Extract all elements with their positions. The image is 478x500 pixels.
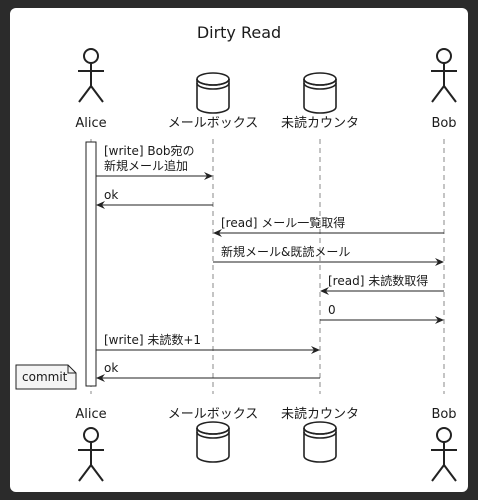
database-counter-bottom-icon bbox=[303, 421, 337, 463]
database-mailbox-bottom-icon bbox=[196, 421, 230, 463]
participants-top: Alice メールボックス 未読カウンタ Bob bbox=[75, 48, 457, 131]
participants-bottom: Alice メールボックス 未読カウンタ Bob bbox=[75, 406, 457, 482]
arrowhead-icon bbox=[96, 374, 105, 382]
actor-bob-bottom-icon bbox=[431, 427, 457, 482]
message-3: [read] メール一覧取得 bbox=[213, 215, 444, 237]
database-mailbox-top-icon bbox=[196, 72, 230, 114]
participant-label-bottom-alice: Alice bbox=[75, 407, 106, 422]
notes: commit bbox=[15, 364, 77, 390]
actor-bob-top-icon bbox=[431, 48, 457, 103]
arrowhead-icon bbox=[96, 201, 105, 209]
arrowhead-icon bbox=[311, 346, 320, 354]
arrowhead-icon bbox=[204, 172, 213, 180]
message-2: ok bbox=[96, 188, 213, 209]
participant-label-top-mailbox: メールボックス bbox=[168, 116, 259, 131]
message-5: [read] 未読数取得 bbox=[320, 273, 444, 295]
message-7: [write] 未読数+1 bbox=[96, 332, 320, 354]
message-6: 0 bbox=[320, 303, 444, 324]
message-label: ok bbox=[104, 188, 118, 202]
database-counter-top-icon bbox=[303, 72, 337, 114]
message-label: 0 bbox=[328, 303, 336, 317]
diagram-title: Dirty Read bbox=[197, 23, 281, 42]
arrowhead-icon bbox=[435, 316, 444, 324]
participant-label-top-alice: Alice bbox=[75, 116, 106, 131]
message-8: ok bbox=[96, 361, 320, 382]
message-label: [write] Bob宛の bbox=[104, 143, 195, 158]
note-fold-icon bbox=[67, 365, 76, 374]
message-label: 新規メール追加 bbox=[104, 158, 188, 173]
note-text: commit bbox=[22, 370, 68, 384]
activations bbox=[85, 141, 97, 387]
message-label: [read] 未読数取得 bbox=[328, 273, 428, 288]
message-label: 新規メール&既読メール bbox=[221, 244, 350, 259]
message-label: [write] 未読数+1 bbox=[104, 332, 201, 347]
arrowhead-icon bbox=[320, 287, 329, 295]
lifelines bbox=[90, 139, 445, 394]
note-commit: commit bbox=[15, 364, 77, 390]
arrowhead-icon bbox=[213, 229, 222, 237]
activation-bar bbox=[85, 141, 97, 387]
actor-alice-top-icon bbox=[78, 48, 104, 103]
message-label: ok bbox=[104, 361, 118, 375]
participant-label-top-bob: Bob bbox=[431, 116, 456, 131]
message-label: [read] メール一覧取得 bbox=[221, 215, 345, 230]
participant-label-top-counter: 未読カウンタ bbox=[281, 115, 359, 131]
participant-label-bottom-mailbox: メールボックス bbox=[168, 407, 259, 422]
arrowhead-icon bbox=[435, 258, 444, 266]
actor-alice-bottom-icon bbox=[78, 427, 104, 482]
message-4: 新規メール&既読メール bbox=[213, 244, 444, 266]
participant-label-bottom-bob: Bob bbox=[431, 407, 456, 422]
participant-label-bottom-counter: 未読カウンタ bbox=[281, 406, 359, 422]
note-box bbox=[15, 364, 77, 390]
